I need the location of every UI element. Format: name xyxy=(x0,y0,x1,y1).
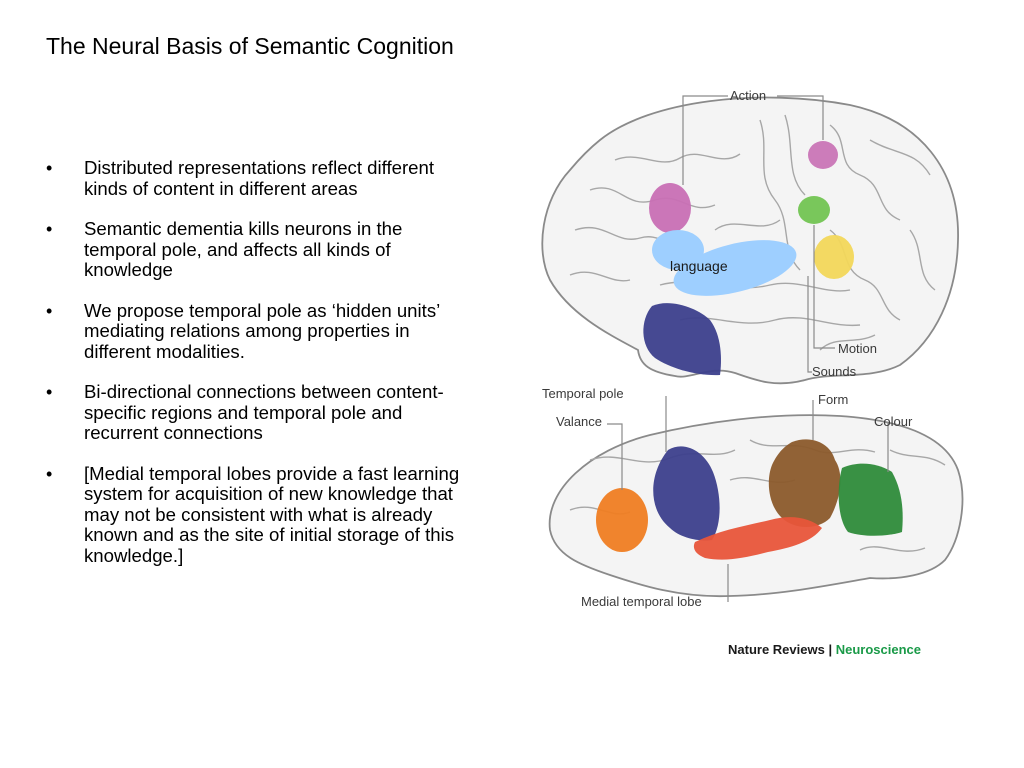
temporal-pole-region-lateral xyxy=(643,303,721,376)
bullet-text: Bi-directional connections between conte… xyxy=(84,381,444,443)
bullet-text: [Medial temporal lobes provide a fast le… xyxy=(84,462,460,566)
action-region-left xyxy=(649,183,691,233)
slide-title: The Neural Basis of Semantic Cognition xyxy=(46,33,454,59)
valance-region xyxy=(596,488,648,552)
credit-section: Neuroscience xyxy=(835,642,921,657)
action-region-right xyxy=(808,141,838,169)
bullet-glyph: • xyxy=(46,158,53,178)
figure-credit: Nature Reviews | Neuroscience xyxy=(728,642,921,657)
bullet-glyph: • xyxy=(46,382,53,402)
medial-temporal-lobe-label: Medial temporal lobe xyxy=(581,594,702,609)
brain-figure: language Action xyxy=(530,80,970,670)
medial-temporal-lobe-region xyxy=(693,517,822,560)
form-label: Form xyxy=(818,392,848,407)
bullet-glyph: • xyxy=(46,463,53,484)
brain-diagram-svg: language Action xyxy=(541,88,964,609)
colour-label: Colour xyxy=(874,414,913,429)
sounds-region xyxy=(814,235,854,279)
action-label: Action xyxy=(730,88,766,103)
form-region xyxy=(768,439,841,527)
bullet-text: Semantic dementia kills neurons in the t… xyxy=(84,218,403,280)
bullet-text: We propose temporal pole as ‘hidden unit… xyxy=(84,299,440,362)
bullet-item: • Bi-directional connections between cont… xyxy=(44,381,476,444)
bullet-item: • We propose temporal pole as ‘hidden uni… xyxy=(44,299,476,363)
valance-label: Valance xyxy=(556,414,602,429)
bullet-list: • Distributed representations reflect dif… xyxy=(44,157,476,586)
language-label: language xyxy=(670,258,728,274)
bullet-glyph: • xyxy=(46,300,53,321)
medial-brain-outline xyxy=(548,414,964,598)
motion-label: Motion xyxy=(838,341,877,356)
language-region-small xyxy=(652,230,704,270)
credit-separator: | xyxy=(828,642,833,657)
sounds-label: Sounds xyxy=(812,364,857,379)
leader-lines xyxy=(607,95,889,602)
colour-region xyxy=(838,463,903,536)
motion-region xyxy=(798,196,830,224)
bullet-glyph: • xyxy=(46,219,53,239)
temporal-pole-label: Temporal pole xyxy=(542,386,624,401)
lateral-brain-outline xyxy=(541,96,959,385)
temporal-pole-region-medial xyxy=(653,446,720,541)
credit-journal: Nature Reviews xyxy=(728,642,825,657)
language-region-large xyxy=(673,240,797,296)
bullet-item: • Distributed representations reflect dif… xyxy=(44,157,476,199)
bullet-item: • Semantic dementia kills neurons in the … xyxy=(44,218,476,281)
bullet-text: Distributed representations reflect diff… xyxy=(84,157,435,199)
bullet-item: • [Medial temporal lobes provide a fast l… xyxy=(44,462,476,567)
